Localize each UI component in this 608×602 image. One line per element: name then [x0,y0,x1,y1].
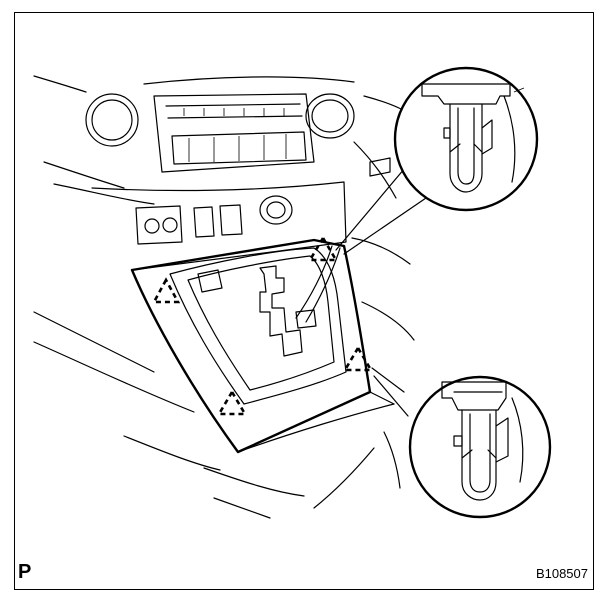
dashboard-upper [33,75,425,205]
clip-marker-upper-right [307,235,339,262]
lower-clip-detail [408,375,552,519]
leader-lines [335,161,427,417]
shift-lever-panel [130,238,372,454]
center-stack [91,157,391,271]
corner-letter: P [18,561,32,583]
clip-marker-lower-left [216,389,248,416]
clip-marker-upper-left [151,277,181,304]
clip-markers [151,235,374,416]
console-illustration [33,66,552,519]
figure-frame [14,12,594,590]
upper-clip-detail [393,66,539,212]
clip-marker-lower-right [342,345,374,372]
lower-console [33,237,415,519]
figure-code: B108507 [535,566,588,581]
